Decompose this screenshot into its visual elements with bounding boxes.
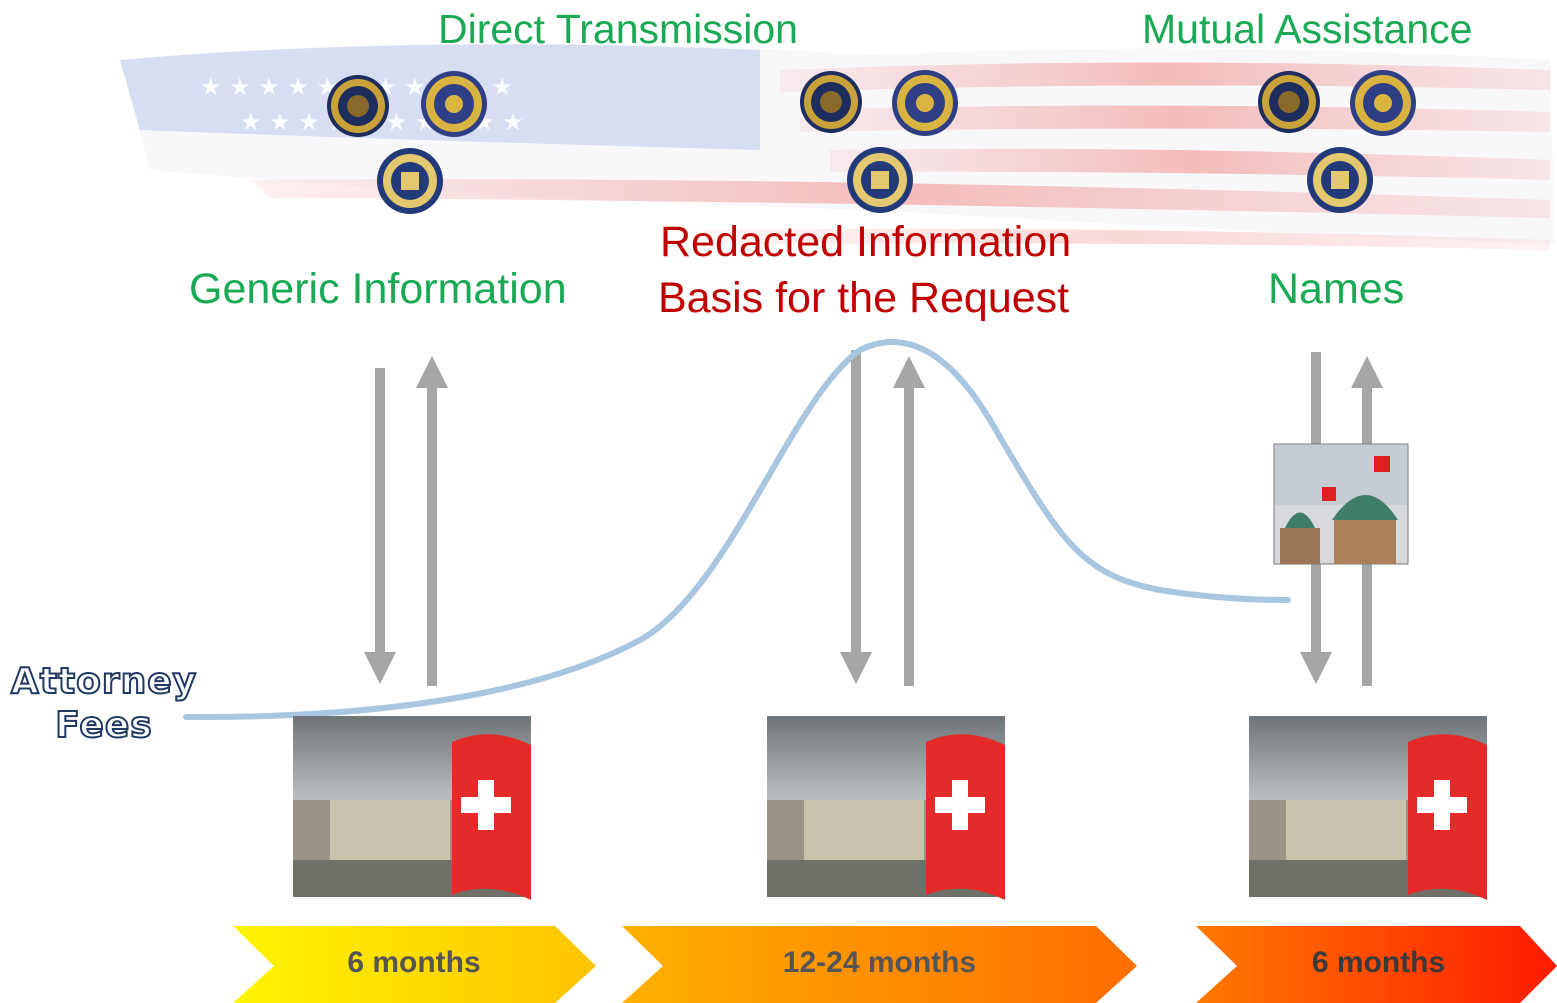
direct-transmission-label: Direct Transmission — [438, 6, 798, 52]
basis-for-request-label: Basis for the Request — [658, 274, 1070, 322]
generic-information-label: Generic Information — [189, 265, 567, 313]
phase-1-duration: 6 months — [347, 946, 481, 979]
sec-seal-icon — [1350, 70, 1416, 136]
attorney-label-line1: Attorney — [10, 660, 198, 703]
irs-seal-icon — [847, 147, 913, 213]
agency-seals-phase-3 — [1258, 70, 1416, 213]
names-label: Names — [1268, 265, 1405, 313]
swiss-bank-photo-3 — [1249, 716, 1487, 900]
irs-seal-icon — [1307, 147, 1373, 213]
timeline-chevron-2 — [622, 926, 1137, 1003]
doj-seal-icon — [1258, 71, 1320, 133]
timeline-chevron-1 — [233, 926, 596, 1003]
phase-3-duration: 6 months — [1311, 946, 1446, 979]
mutual-assistance-label: Mutual Assistance — [1142, 6, 1473, 52]
attorney-fees-curve — [183, 339, 1291, 721]
fees-label-line2: Fees — [54, 704, 153, 747]
exchange-arrows-phase-1 — [363, 355, 449, 686]
doj-seal-icon — [800, 71, 862, 133]
sec-seal-icon — [421, 71, 487, 137]
doj-seal-icon — [327, 75, 389, 137]
timeline-chevron-3 — [1196, 926, 1557, 1003]
exchange-arrows-phase-2 — [839, 350, 926, 686]
irs-seal-icon — [377, 148, 443, 214]
swiss-bank-photo-1 — [293, 716, 531, 900]
swiss-parliament-photo — [1273, 443, 1409, 565]
phase-2-duration: 12-24 months — [782, 946, 977, 979]
swiss-bank-photo-2 — [767, 716, 1005, 900]
sec-seal-icon — [892, 70, 958, 136]
agency-seals-phase-2 — [800, 70, 958, 213]
agency-seals-phase-1 — [327, 71, 487, 214]
redacted-information-label: Redacted Information — [660, 218, 1072, 266]
attorney-fees-label: Attorney Fees — [4, 660, 204, 748]
